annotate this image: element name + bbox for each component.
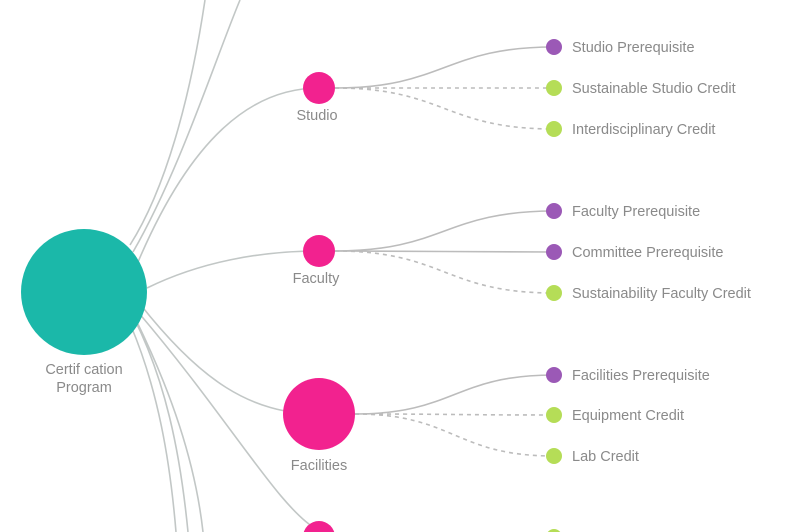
- leaf-label: Faculty Prerequisite: [572, 204, 700, 220]
- category-circle[interactable]: [283, 378, 355, 450]
- root-label-line2: Program: [56, 380, 112, 396]
- category-label: Studio: [296, 108, 337, 124]
- credit-dot[interactable]: [546, 407, 562, 423]
- leaf-node[interactable]: Studio Prerequisite: [546, 39, 695, 56]
- category-node-faculty[interactable]: Faculty: [293, 235, 340, 287]
- leaf-link: [334, 250, 555, 253]
- root-node[interactable]: Certif cation Program: [21, 229, 147, 396]
- leaf-node[interactable]: Facilities Prerequisite: [546, 367, 710, 384]
- prerequisite-dot[interactable]: [546, 367, 562, 383]
- leaf-link: [354, 413, 555, 457]
- leaf-node[interactable]: Interdisciplinary Credit: [546, 121, 715, 138]
- prerequisite-dot[interactable]: [546, 39, 562, 55]
- leaf-label: Lab Credit: [572, 449, 639, 465]
- category-label: Faculty: [293, 271, 340, 287]
- category-label: Facilities: [291, 458, 347, 474]
- category-to-leaf-links: [334, 46, 555, 457]
- leaf-label: Studio Prerequisite: [572, 40, 695, 56]
- root-label-line1: Certif cation: [45, 362, 122, 378]
- category-node-facilities[interactable]: Facilities: [283, 378, 355, 474]
- leaf-label: Sustainability Faculty Credit: [572, 286, 751, 302]
- leaf-node[interactable]: Equipment Credit: [546, 407, 684, 424]
- leaf-link: [334, 250, 555, 294]
- partial-category-node[interactable]: [303, 521, 335, 532]
- leaf-label: Facilities Prerequisite: [572, 368, 710, 384]
- credit-dot[interactable]: [546, 121, 562, 137]
- leaf-link: [354, 374, 555, 415]
- leaf-link: [334, 46, 555, 89]
- credit-dot[interactable]: [546, 285, 562, 301]
- leaf-node[interactable]: Committee Prerequisite: [546, 244, 724, 261]
- leaf-node[interactable]: Sustainable Studio Credit: [546, 80, 736, 97]
- root-circle[interactable]: [21, 229, 147, 355]
- leaf-link: [354, 413, 555, 416]
- leaf-label: Committee Prerequisite: [572, 245, 724, 261]
- prerequisite-dot[interactable]: [546, 244, 562, 260]
- category-circle[interactable]: [303, 72, 335, 104]
- category-node-studio[interactable]: Studio: [296, 72, 338, 124]
- credit-dot[interactable]: [546, 448, 562, 464]
- credit-dot[interactable]: [546, 80, 562, 96]
- leaf-node[interactable]: Sustainability Faculty Credit: [546, 285, 751, 302]
- root-offscreen-links: [129, 0, 319, 532]
- leaf-label: Interdisciplinary Credit: [572, 122, 715, 138]
- leaf-link: [334, 87, 555, 130]
- prerequisite-dot[interactable]: [546, 203, 562, 219]
- leaf-node[interactable]: Faculty Prerequisite: [546, 203, 700, 220]
- leaf-node[interactable]: Lab Credit: [546, 448, 639, 465]
- root-to-category-links: [137, 87, 320, 415]
- leaf-label: Equipment Credit: [572, 408, 684, 424]
- partial-leaf-node[interactable]: [546, 529, 562, 532]
- category-circle[interactable]: [303, 235, 335, 267]
- leaf-label: Sustainable Studio Credit: [572, 81, 736, 97]
- leaf-link: [334, 210, 555, 252]
